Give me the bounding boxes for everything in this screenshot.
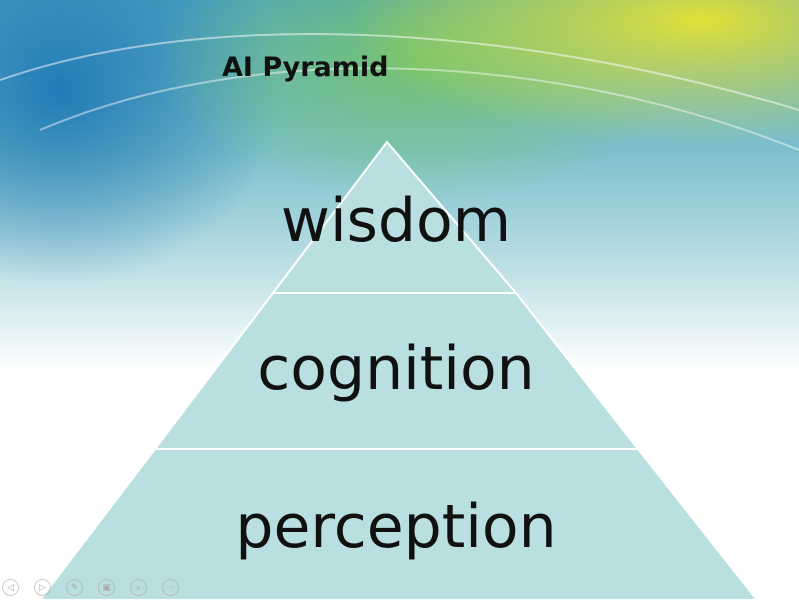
background-swoosh [39, 67, 799, 151]
next-icon[interactable]: ▷ [34, 579, 51, 596]
level-label-wisdom: wisdom [280, 186, 512, 256]
slideshow-controls: ◁ ▷ ✎ ▣ ⌕ ⋯ [2, 579, 179, 596]
slides-icon[interactable]: ▣ [98, 579, 115, 596]
pyramid-level-perception [38, 448, 759, 600]
level-label-cognition: cognition [257, 334, 535, 404]
slide-title: AI Pyramid [222, 52, 389, 83]
background-swoosh [0, 33, 799, 111]
zoom-icon[interactable]: ⌕ [130, 579, 147, 596]
level-label-perception: perception [235, 492, 557, 562]
previous-icon[interactable]: ◁ [2, 579, 19, 596]
more-icon[interactable]: ⋯ [162, 579, 179, 596]
pen-icon[interactable]: ✎ [66, 579, 83, 596]
